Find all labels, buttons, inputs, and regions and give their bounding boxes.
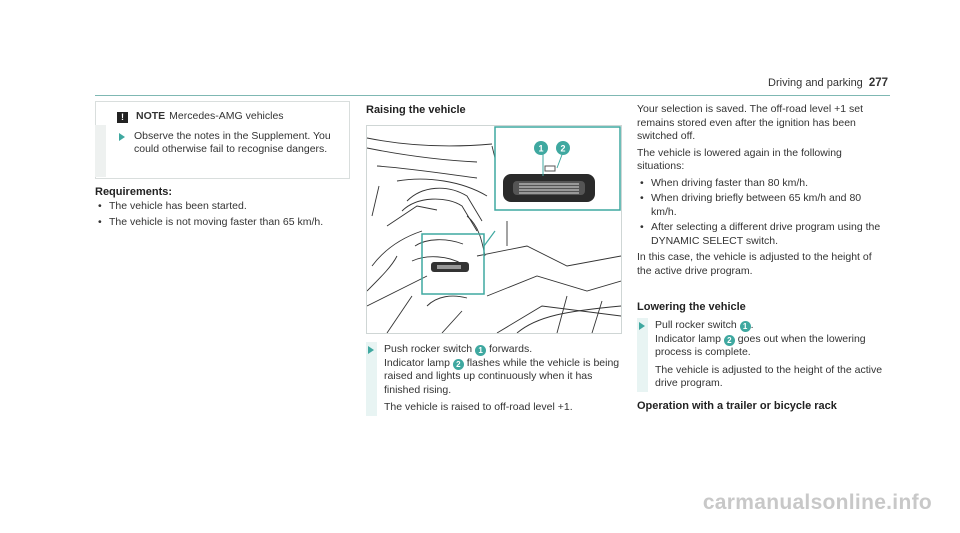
page-header: Driving and parking 277 [768,77,888,89]
note-side-bar [95,125,106,177]
lowered-paragraph: The vehicle is lowered again in the foll… [637,146,842,173]
adjusted-paragraph: In this case, the vehicle is adjusted to… [637,251,872,277]
raising-step: Push rocker switch 1 forwards. Indicator… [384,343,620,415]
list-item: The vehicle is not moving faster than 65… [95,216,335,230]
list-item: When driving briefly between 65 km/h and… [637,192,889,219]
step-side-bar [637,318,648,392]
list-item: The vehicle has been started. [95,200,335,214]
requirements-heading: Requirements: [95,186,173,198]
note-instruction: Observe the notes in the Supplement. You… [134,130,331,155]
console-illustration: 1 2 [366,126,622,334]
right-column: Your selection is saved. The off-road le… [637,103,889,278]
requirements-list: The vehicle has been started. The vehicl… [95,200,335,231]
list-item: When driving faster than 80 km/h. [637,177,889,191]
note-label: NOTE [136,110,166,122]
watermark: carmanualsonline.info [702,491,932,514]
rocker-switch-figure: 1 2 [366,125,622,334]
lowered-conditions-list: When driving faster than 80 km/h. When d… [637,177,889,249]
callout-1-icon: 1 [739,321,751,332]
exclamation-icon: ! [117,112,128,123]
section-title: Driving and parking [768,77,863,89]
raising-lamp-text: Indicator lamp 2 flashes while the vehic… [384,356,620,396]
header-rule [95,95,890,96]
step-arrow-icon [119,133,125,141]
trailer-heading: Operation with a trailer or bicycle rack [637,400,837,412]
step-arrow-icon [368,346,374,354]
callout-2-icon: 2 [452,358,464,370]
step-side-bar [366,342,377,416]
callout-1-icon: 1 [475,345,487,356]
lowering-heading: Lowering the vehicle [637,301,746,313]
callout-1 [534,141,548,155]
callout-2 [556,141,570,155]
callout-1-label: 1 [538,144,543,154]
step-arrow-icon [639,322,645,330]
list-item: After selecting a different drive progra… [637,221,889,248]
lowering-lamp-text: Indicator lamp 2 goes out when the lower… [655,332,866,359]
lowering-result: The vehicle is adjusted to the height of… [655,363,883,390]
raising-instruction: Push rocker switch 1 forwards. [384,343,533,356]
raising-result: The vehicle is raised to off-road level … [384,401,573,413]
callout-2-label: 2 [560,144,565,154]
page-number: 277 [868,77,888,89]
lowering-instruction: Pull rocker switch 1. [655,319,754,332]
callout-2-icon: 2 [723,334,735,346]
saved-paragraph: Your selection is saved. The off-road le… [637,103,863,142]
lowering-step: Pull rocker switch 1. Indicator lamp 2 g… [655,319,891,391]
raising-heading: Raising the vehicle [366,104,466,116]
note-title: Mercedes-AMG vehicles [169,110,284,122]
